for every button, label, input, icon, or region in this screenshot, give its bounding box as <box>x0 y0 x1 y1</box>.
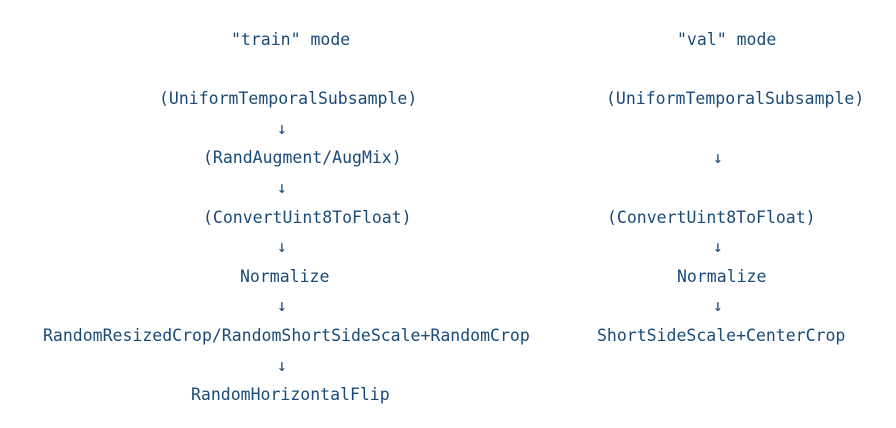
val-step-convert-uint8-to-float: (ConvertUint8ToFloat) <box>607 208 816 227</box>
train-mode-title: "train" mode <box>231 30 351 49</box>
train-step-normalize: Normalize <box>240 267 330 286</box>
train-step-random-resized-crop: RandomResizedCrop/RandomShortSideScale+R… <box>43 326 530 345</box>
down-arrow-icon: ↓ <box>277 178 287 197</box>
down-arrow-icon: ↓ <box>277 296 287 315</box>
train-step-convert-uint8-to-float: (ConvertUint8ToFloat) <box>203 208 412 227</box>
train-step-random-horizontal-flip: RandomHorizontalFlip <box>191 385 390 404</box>
train-step-uniform-temporal-subsample: (UniformTemporalSubsample) <box>159 89 418 108</box>
val-step-uniform-temporal-subsample: (UniformTemporalSubsample) <box>606 89 865 108</box>
train-step-randaugment-augmix: (RandAugment/AugMix) <box>203 148 402 167</box>
down-arrow-icon: ↓ <box>713 296 723 315</box>
down-arrow-icon: ↓ <box>277 119 287 138</box>
down-arrow-icon: ↓ <box>713 237 723 256</box>
val-mode-title: "val" mode <box>677 30 777 49</box>
val-step-normalize: Normalize <box>677 267 767 286</box>
down-arrow-icon: ↓ <box>277 237 287 256</box>
down-arrow-icon: ↓ <box>277 356 287 375</box>
down-arrow-icon: ↓ <box>713 148 723 167</box>
val-step-short-side-scale-center-crop: ShortSideScale+CenterCrop <box>597 326 846 345</box>
